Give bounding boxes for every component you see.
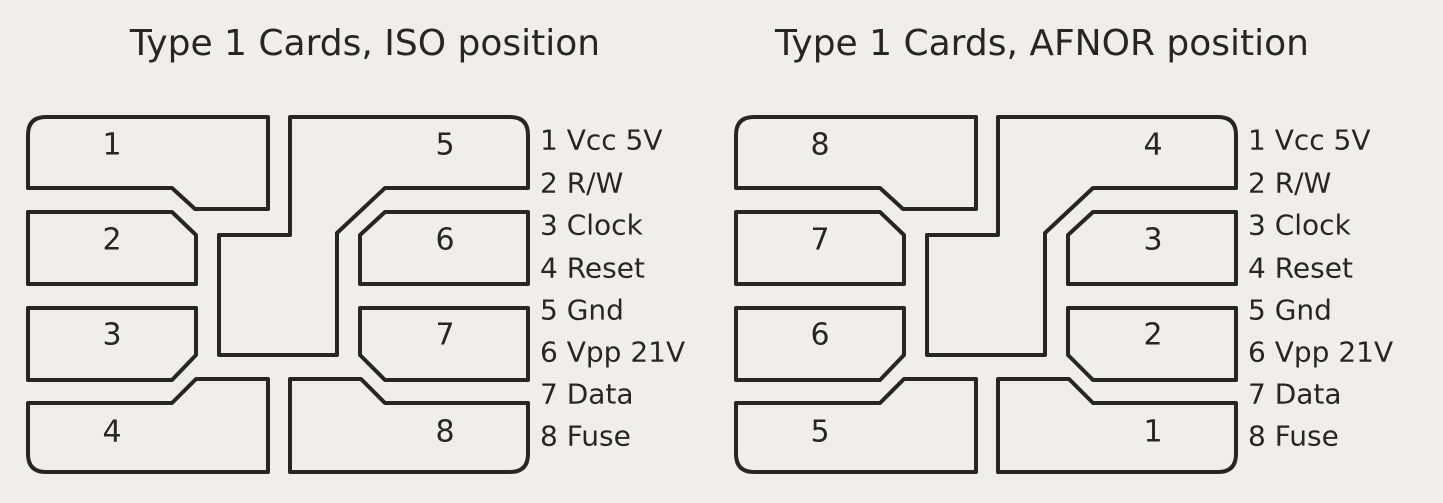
contact-number: 3 [1143,223,1162,258]
pin-legend-item: 8 Fuse [540,420,631,453]
afnor-position-diagram: Type 1 Cards, AFNOR position 8 4 7 3 6 2 5 1 1 V… [734,23,1393,474]
contact-pad [26,306,198,382]
contact-pad [734,377,978,474]
pin-legend-item: 1 Vcc 5V [540,124,663,157]
diagram-title: Type 1 Cards, ISO position [129,23,600,64]
contact-pad [358,306,530,382]
contact-number: 6 [810,318,829,353]
contact-number: 5 [810,415,829,450]
pin-legend-item: 4 Reset [540,252,645,285]
pin-legend-item: 3 Clock [1248,209,1352,242]
contact-number: 1 [102,128,121,163]
contact-pad [996,377,1238,474]
contact-number: 2 [1143,318,1162,353]
contact-pad [1066,306,1238,382]
pin-legend-item: 7 Data [1248,378,1342,411]
contact-pad [26,115,270,211]
pin-legend-item: 4 Reset [1248,252,1353,285]
pin-legend-item: 2 R/W [1248,167,1331,200]
contact-number: 4 [1143,128,1162,163]
pin-legend-item: 8 Fuse [1248,420,1339,453]
contact-number: 1 [1143,415,1162,450]
contact-number: 4 [102,415,121,450]
contact-pad [288,377,530,474]
pin-legend-item: 5 Gnd [1248,294,1332,327]
contact-number: 2 [102,223,121,258]
pin-legend-item: 2 R/W [540,167,623,200]
contact-number: 8 [435,415,454,450]
pin-legend-item: 3 Clock [540,209,644,242]
contact-pad [26,210,198,286]
contact-number: 8 [810,128,829,163]
pin-legend-item: 6 Vpp 21V [540,336,685,369]
contact-number: 7 [435,318,454,353]
diagram-title: Type 1 Cards, AFNOR position [774,23,1309,64]
pin-legend-item: 5 Gnd [540,294,624,327]
contact-pad [734,306,906,382]
contact-number: 5 [435,128,454,163]
pin-legend-item: 1 Vcc 5V [1248,124,1371,157]
contact-pad [734,210,906,286]
contact-pad [1066,210,1238,286]
contact-pad [217,115,530,357]
contact-number: 6 [435,223,454,258]
contact-pad [925,115,1238,357]
pin-legend-item: 7 Data [540,378,634,411]
contact-pad [358,210,530,286]
iso-position-diagram: Type 1 Cards, ISO position 1 5 2 6 3 7 4 8 1 Vcc… [26,23,685,474]
contact-number: 3 [102,318,121,353]
contact-number: 7 [810,223,829,258]
contact-pad [734,115,978,211]
pin-legend-item: 6 Vpp 21V [1248,336,1393,369]
contact-pad [26,377,270,474]
